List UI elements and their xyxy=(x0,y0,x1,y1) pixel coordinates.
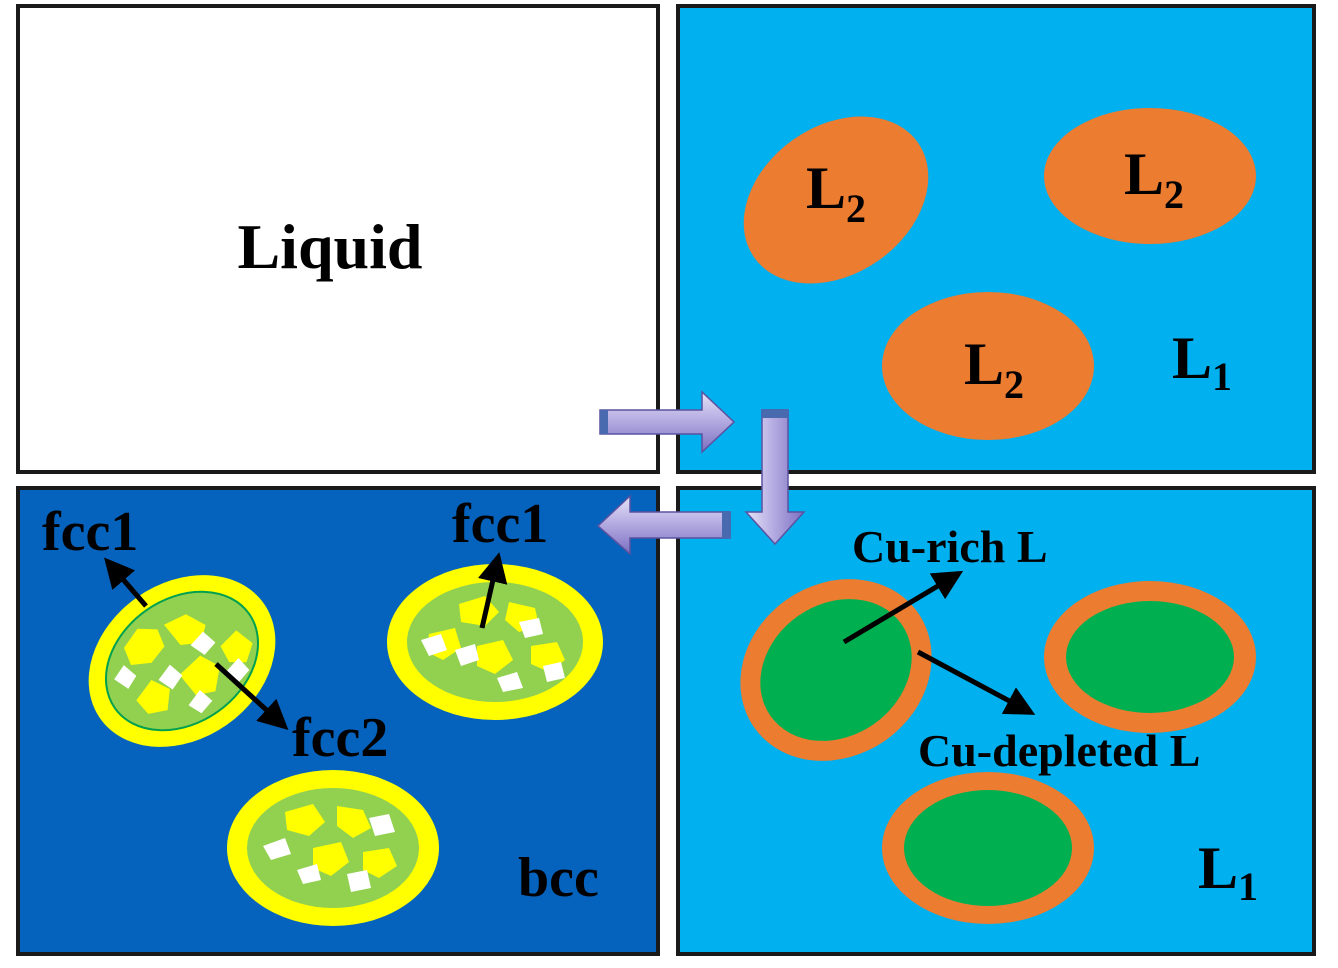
core-shell-panel: Cu-rich L Cu-depleted L L1 xyxy=(676,486,1316,956)
solidified-panel: fcc1 fcc1 fcc2 bcc xyxy=(16,486,660,956)
l2-droplet xyxy=(743,116,929,284)
fcc2-grain xyxy=(543,662,565,682)
liquid-label: Liquid xyxy=(237,211,422,282)
fcc1-grain xyxy=(179,655,220,696)
fcc1-grain xyxy=(123,628,165,665)
fcc1-grain xyxy=(337,806,371,838)
flow-arrow-down xyxy=(744,409,806,546)
fcc2-grain xyxy=(519,618,543,638)
phase-separated-panel: L2 L2 L2 L1 xyxy=(676,4,1316,474)
flow-arrow-left xyxy=(596,494,731,556)
core-shell-droplet xyxy=(740,579,932,761)
core-shell-droplet xyxy=(882,772,1094,924)
fcc2-grain xyxy=(421,634,447,656)
fcc1-grain xyxy=(477,640,513,674)
fcc2-grain xyxy=(188,689,213,714)
cu-rich-core xyxy=(760,599,912,741)
fcc2-grain xyxy=(455,644,479,666)
l2-droplet-label: L2 xyxy=(806,155,866,231)
solidified-particle xyxy=(387,564,603,720)
cu-rich-label: Cu-rich L xyxy=(852,521,1048,572)
fcc1-label: fcc1 xyxy=(452,493,548,555)
l2-droplet xyxy=(882,292,1094,440)
l1-matrix-label: L1 xyxy=(1172,325,1232,399)
fcc1-label: fcc1 xyxy=(42,501,138,563)
fcc2-grain xyxy=(114,665,137,689)
cu-depleted-label: Cu-depleted L xyxy=(918,725,1200,776)
fcc2-pointer-arrow xyxy=(214,662,289,731)
fcc2-grain xyxy=(369,814,395,836)
bcc-matrix-label: bcc xyxy=(518,847,599,909)
fcc1-pointer-arrow xyxy=(478,552,508,629)
core-shell-droplet xyxy=(1044,581,1256,733)
flow-arrow-right xyxy=(599,390,736,454)
fcc2-grain xyxy=(347,870,371,892)
fcc1-grain xyxy=(163,614,206,645)
fcc2-label: fcc2 xyxy=(292,707,388,769)
solidified-particle xyxy=(88,575,276,747)
l2-droplet-label: L2 xyxy=(1124,141,1184,217)
fcc1-pointer-arrow xyxy=(104,557,148,608)
l1-matrix-label: L1 xyxy=(1198,835,1258,909)
fcc2-grain xyxy=(497,672,523,692)
liquid-panel-background xyxy=(16,4,660,474)
fcc1-grain xyxy=(313,842,349,876)
fcc1-grain xyxy=(220,630,253,663)
fcc1-grain xyxy=(363,848,397,878)
fcc2-grain xyxy=(297,864,321,884)
cu-rich-pointer-arrow xyxy=(842,570,964,645)
cu-depleted-pointer-arrow xyxy=(916,649,1036,715)
fcc1-grain xyxy=(136,680,170,714)
fcc2-grain xyxy=(263,838,291,860)
cu-rich-core xyxy=(1066,601,1234,713)
fcc2-grain xyxy=(158,664,183,690)
fcc1-grain xyxy=(285,804,325,836)
liquid-panel: Liquid xyxy=(16,4,660,474)
cu-rich-core xyxy=(904,790,1072,906)
l2-droplet-label: L2 xyxy=(964,331,1024,407)
l2-droplet xyxy=(1044,108,1256,244)
solidified-particle xyxy=(227,770,439,926)
fcc2-grain xyxy=(190,631,216,655)
